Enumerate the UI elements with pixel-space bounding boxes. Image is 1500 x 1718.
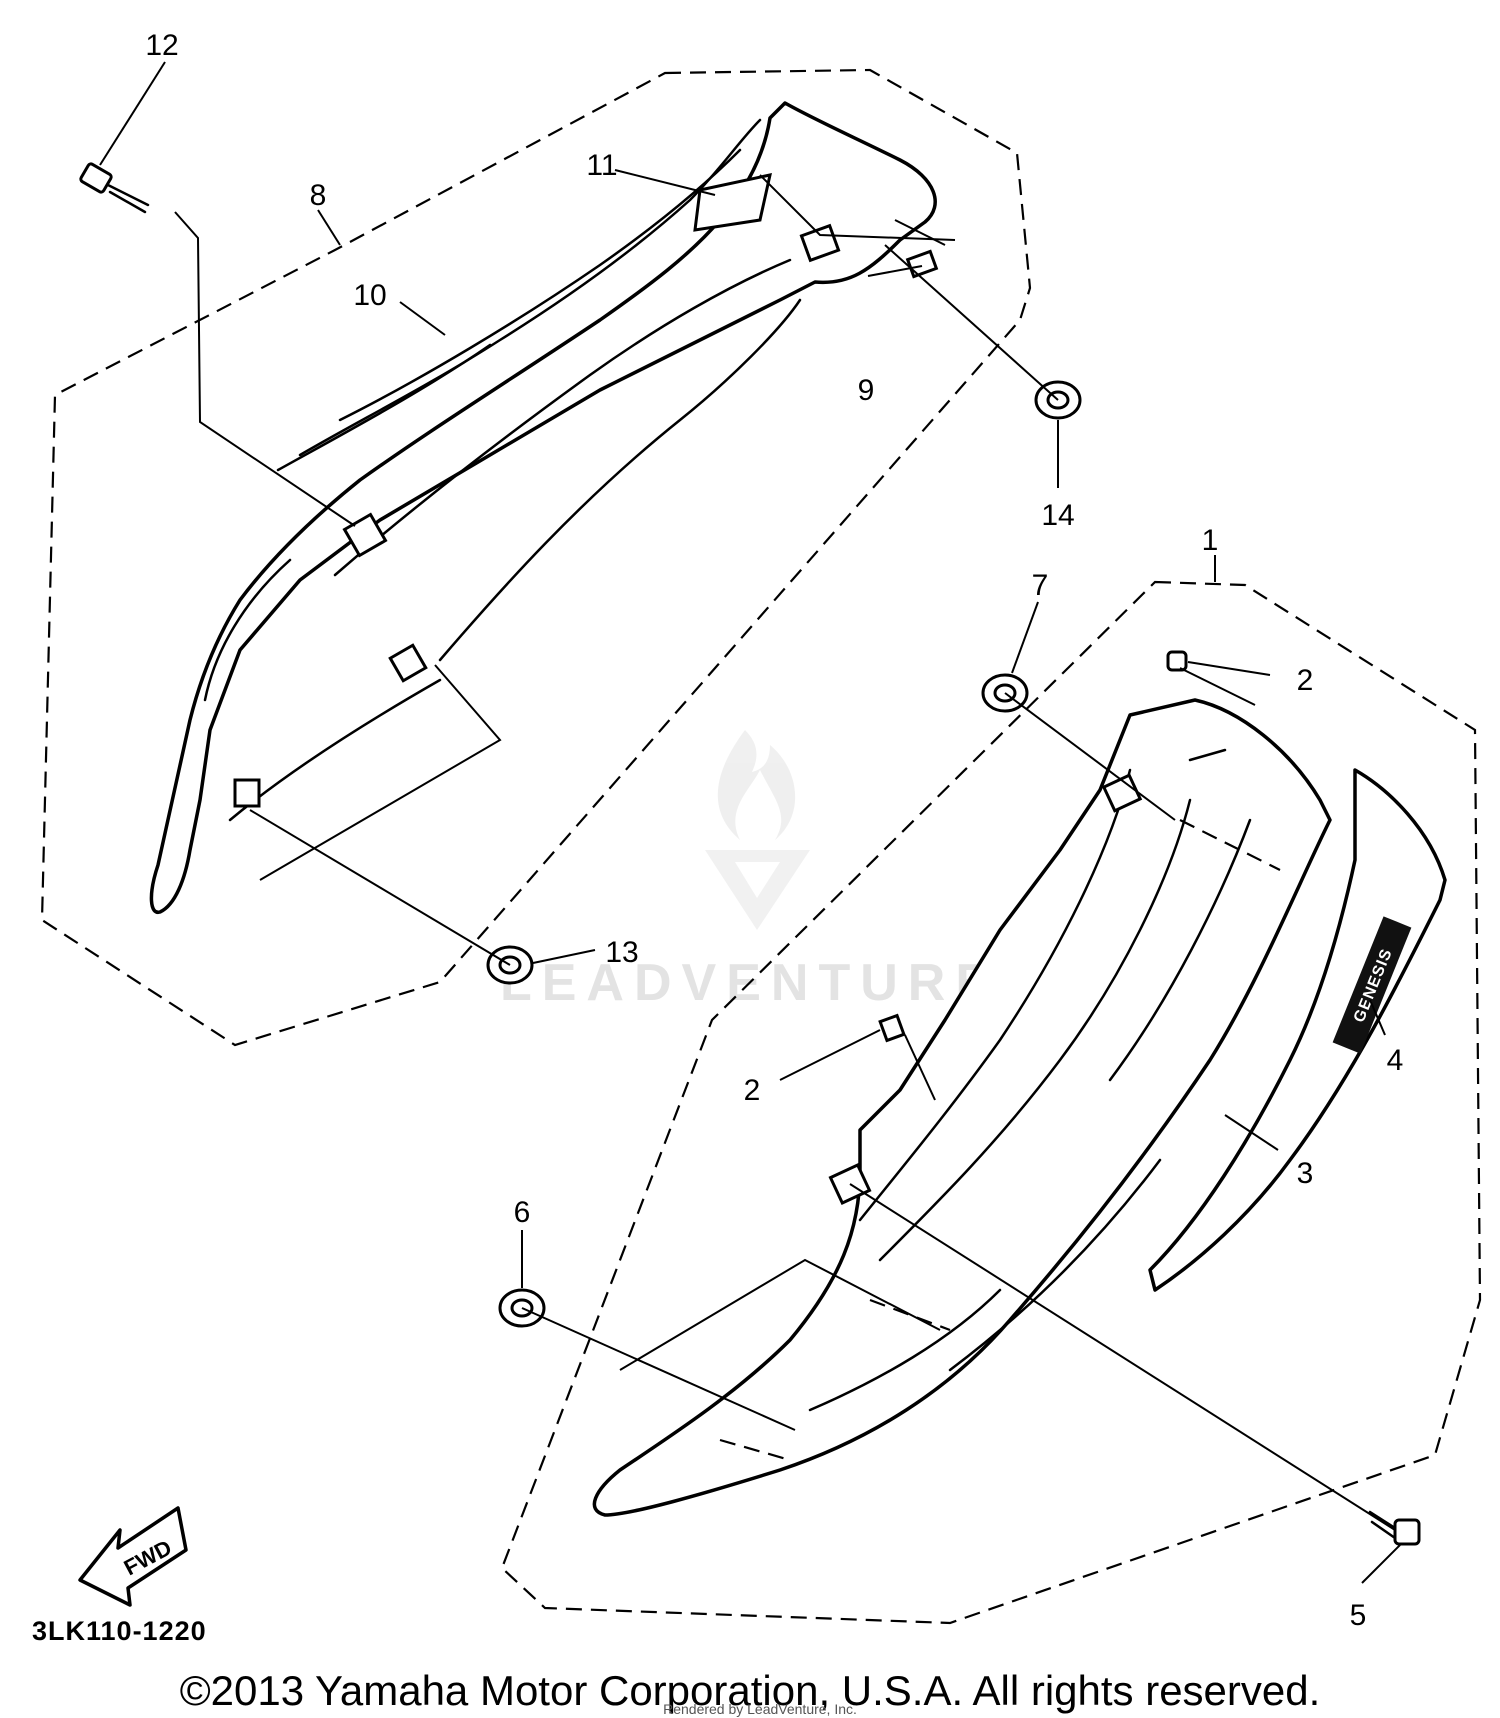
callout-13: 13	[605, 936, 638, 969]
side-cover: GENESIS	[592, 650, 1447, 1517]
callout-8: 8	[310, 179, 327, 212]
callout-4: 4	[1387, 1044, 1404, 1077]
bolt-5	[1368, 1510, 1421, 1546]
callout-labels: 12 8 11 10 9 14 1 7 2 2 13 4 3 6 5	[145, 29, 1403, 1632]
callout-3: 3	[1297, 1157, 1314, 1190]
leader-lines	[174, 174, 1396, 1531]
seat-cowling	[149, 101, 939, 914]
callout-2-lower: 2	[744, 1074, 761, 1107]
callout-leaders	[99, 61, 1401, 1584]
copyright-notice: ©2013 Yamaha Motor Corporation, U.S.A. A…	[180, 1667, 1321, 1714]
callout-10: 10	[353, 279, 386, 312]
callout-6: 6	[514, 1196, 531, 1229]
leadventure-watermark-logo	[705, 730, 810, 930]
callout-1: 1	[1202, 524, 1219, 557]
callout-2-upper: 2	[1297, 664, 1314, 697]
callout-14: 14	[1041, 499, 1074, 532]
diagram-code: 3LK110-1220	[32, 1616, 207, 1646]
callout-5: 5	[1350, 1599, 1367, 1632]
bolt-12	[79, 162, 150, 214]
callout-11: 11	[586, 149, 617, 182]
watermark-text: LEADVENTURE	[500, 954, 1000, 1012]
rendered-by-note: Rendered by LeadVenture, Inc.	[663, 1701, 857, 1717]
callout-7: 7	[1032, 569, 1049, 602]
side-cover-assembly-boundary	[500, 580, 1482, 1625]
callout-9: 9	[858, 374, 875, 407]
callout-12: 12	[145, 29, 178, 62]
forward-direction-arrow: FWD	[78, 1506, 188, 1607]
